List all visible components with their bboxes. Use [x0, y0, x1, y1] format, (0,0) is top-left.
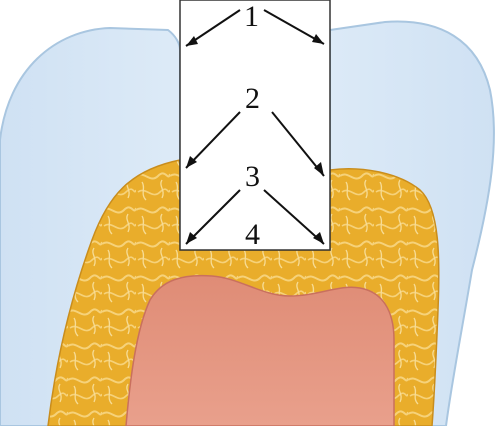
cavity-preparation — [180, 0, 330, 250]
pulp-chamber — [126, 276, 394, 426]
label-1: 1 — [244, 0, 259, 33]
label-3: 3 — [245, 160, 260, 193]
label-2: 2 — [245, 82, 260, 115]
label-4: 4 — [245, 218, 260, 251]
